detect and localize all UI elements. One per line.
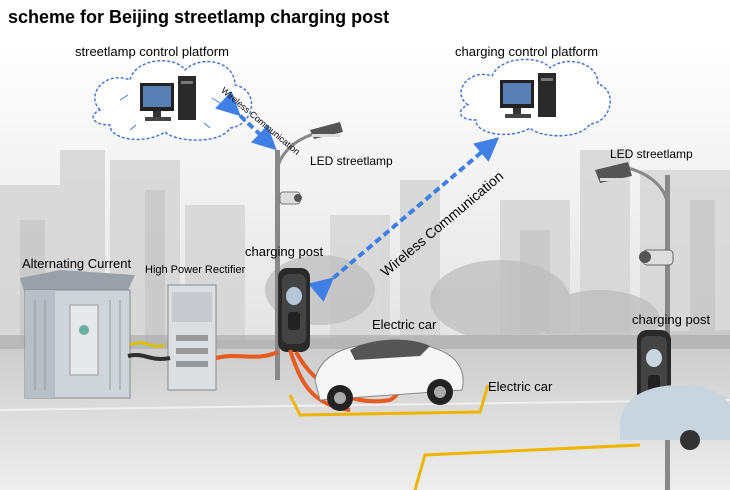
alternating-current-label: Alternating Current: [22, 256, 132, 271]
rectifier-icon: [167, 284, 217, 391]
charging-post-icon: [278, 268, 310, 352]
streetlamp-platform-cloud: [92, 60, 252, 141]
computer-icon: [140, 76, 196, 121]
streetlamp-icon: [275, 122, 343, 380]
cloud-icon: [459, 58, 611, 137]
camera-icon: [639, 249, 674, 266]
page-title: scheme for Beijing streetlamp charging p…: [8, 7, 390, 27]
parked-car: [620, 385, 730, 450]
electric-car-icon: [314, 339, 464, 411]
camera-icon: [279, 191, 302, 205]
wireless-arrows: [215, 91, 500, 302]
computer-icon: [500, 73, 556, 118]
led-streetlamp-right-label: LED streetlamp: [610, 147, 693, 161]
streetlamp-platform-label: streetlamp control platform: [75, 44, 229, 59]
led-streetlamp-left-label: LED streetlamp: [310, 154, 393, 168]
electric-car-label-2: Electric car: [488, 379, 553, 394]
parking-lines: [288, 384, 641, 490]
charging-post-right-label: charging post: [632, 312, 711, 327]
charging-post-left-label: charging post: [245, 244, 324, 259]
transformer-icon: [20, 270, 135, 399]
charging-platform-label: charging control platform: [455, 44, 599, 59]
charging-platform-cloud: [459, 58, 611, 137]
rectifier-label: High Power Rectifier: [145, 264, 246, 276]
electric-car-label-1: Electric car: [372, 317, 437, 332]
